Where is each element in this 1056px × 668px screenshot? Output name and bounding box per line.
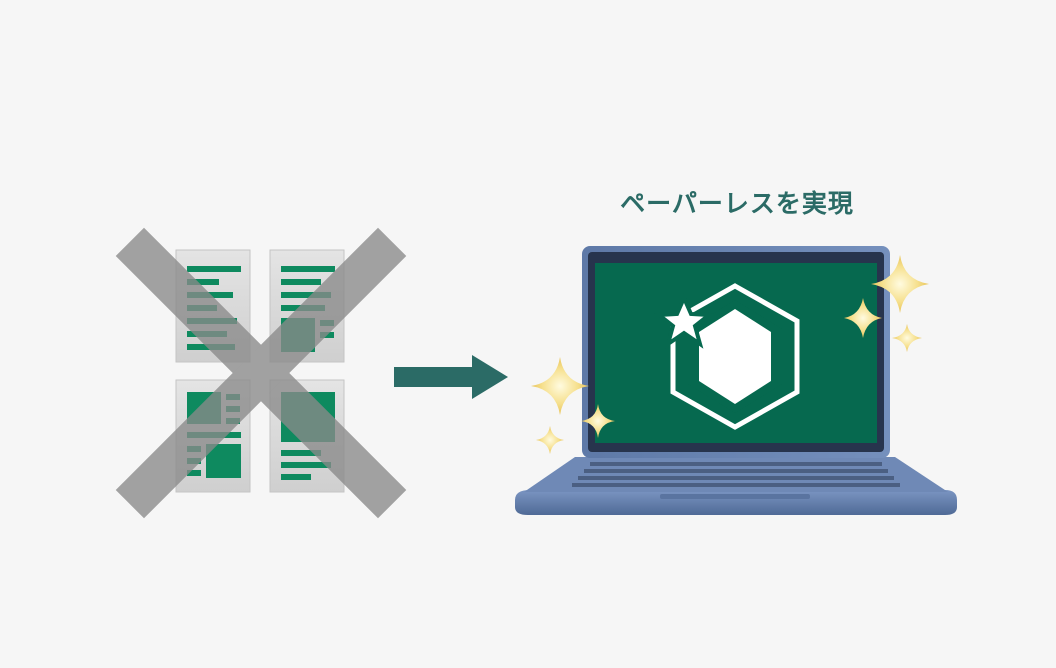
hexagon-star-logo-icon: [653, 283, 800, 430]
laptop-icon: [515, 246, 957, 515]
sparkle-icon: [892, 324, 922, 352]
sparkle-icon: [844, 298, 882, 338]
sparkle-icon: [531, 357, 589, 415]
cross-out-icon: [115, 227, 407, 519]
arrow-right-icon: [394, 355, 508, 399]
sparkle-icon: [871, 255, 929, 313]
sparkle-icon: [536, 426, 564, 454]
caption-text: ペーパーレスを実現: [620, 189, 854, 218]
sparkle-icon: [581, 404, 615, 438]
